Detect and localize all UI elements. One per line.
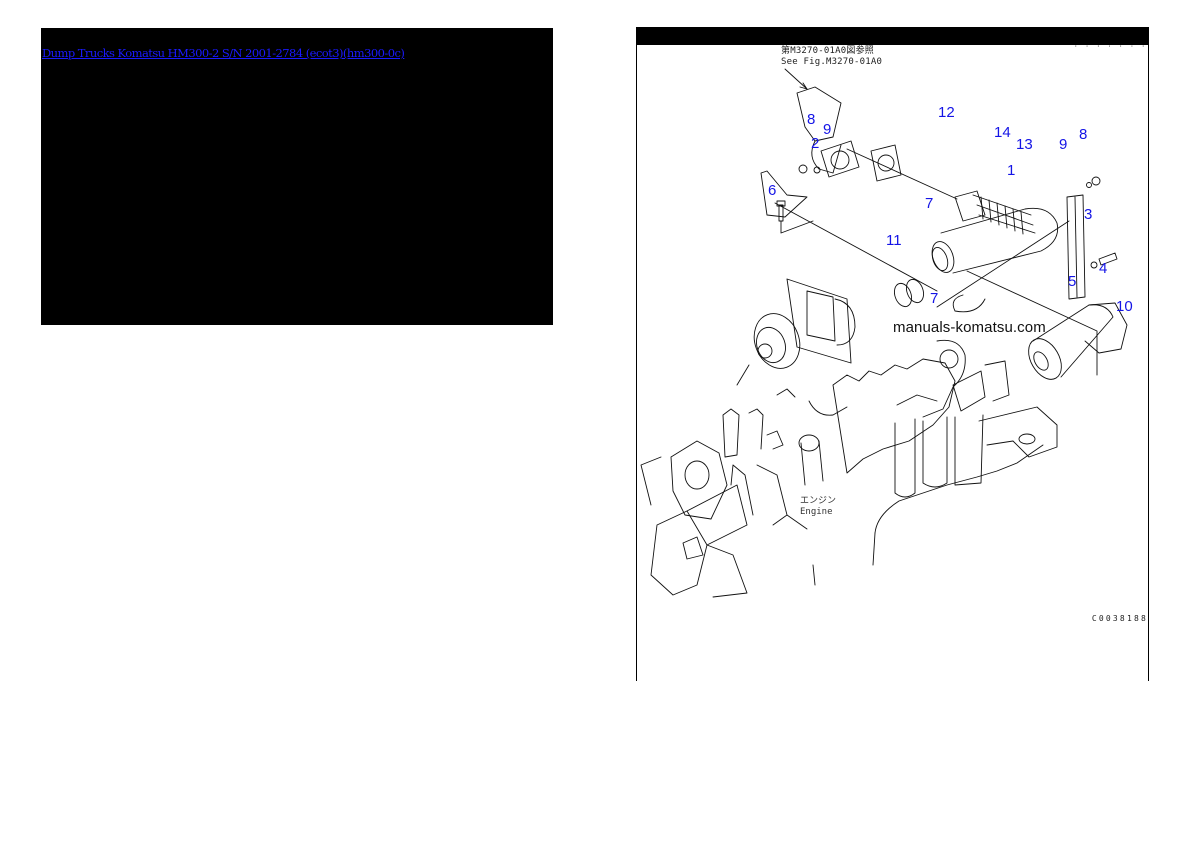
- engine-label-english: Engine: [800, 507, 833, 517]
- diagram-linework: [640, 68, 1128, 598]
- callout-3[interactable]: 3: [1084, 206, 1093, 223]
- callout-8-right[interactable]: 8: [1079, 126, 1088, 143]
- callout-9-right[interactable]: 9: [1059, 136, 1068, 153]
- engine-label-japanese: エンジン: [800, 496, 837, 506]
- document-title-panel: Dump Trucks Komatsu HM300-2 S/N 2001-278…: [41, 28, 553, 325]
- callout-7-upper[interactable]: 7: [925, 195, 934, 212]
- callout-8-left[interactable]: 8: [807, 111, 816, 128]
- page-header-bar: [636, 27, 1149, 45]
- page-border-left: [636, 45, 637, 681]
- engine-label: エンジン Engine: [800, 496, 836, 518]
- reference-note-english: See Fig.M3270-01A0: [781, 57, 883, 67]
- parts-diagram-page: · · · · · · ·: [636, 27, 1149, 681]
- figure-reference-note: 第M3270-01A0図参照 See Fig.M3270-01A0: [781, 46, 882, 68]
- callout-4[interactable]: 4: [1099, 260, 1108, 277]
- callout-11[interactable]: 11: [886, 232, 902, 249]
- callout-14[interactable]: 14: [994, 124, 1011, 141]
- callout-10[interactable]: 10: [1116, 298, 1133, 315]
- reference-note-japanese: 第M3270-01A0図参照: [781, 46, 874, 56]
- callout-7-lower[interactable]: 7: [930, 290, 939, 307]
- figure-number: C0038188: [1091, 614, 1148, 623]
- callout-9-left[interactable]: 9: [823, 121, 832, 138]
- callout-13[interactable]: 13: [1016, 136, 1033, 153]
- callout-2[interactable]: 2: [811, 135, 820, 152]
- callout-12[interactable]: 12: [938, 104, 955, 121]
- page-border-right: [1148, 45, 1149, 681]
- watermark: manuals-komatsu.com: [893, 319, 1046, 336]
- document-title-link[interactable]: Dump Trucks Komatsu HM300-2 S/N 2001-278…: [42, 46, 405, 60]
- callout-6[interactable]: 6: [768, 182, 777, 199]
- exploded-parts-diagram: 第M3270-01A0図参照 See Fig.M3270-01A0 1 2 3 …: [637, 45, 1148, 681]
- header-tick-marks: · · · · · · ·: [1074, 43, 1147, 50]
- callout-5[interactable]: 5: [1068, 273, 1077, 290]
- callout-1[interactable]: 1: [1007, 162, 1016, 179]
